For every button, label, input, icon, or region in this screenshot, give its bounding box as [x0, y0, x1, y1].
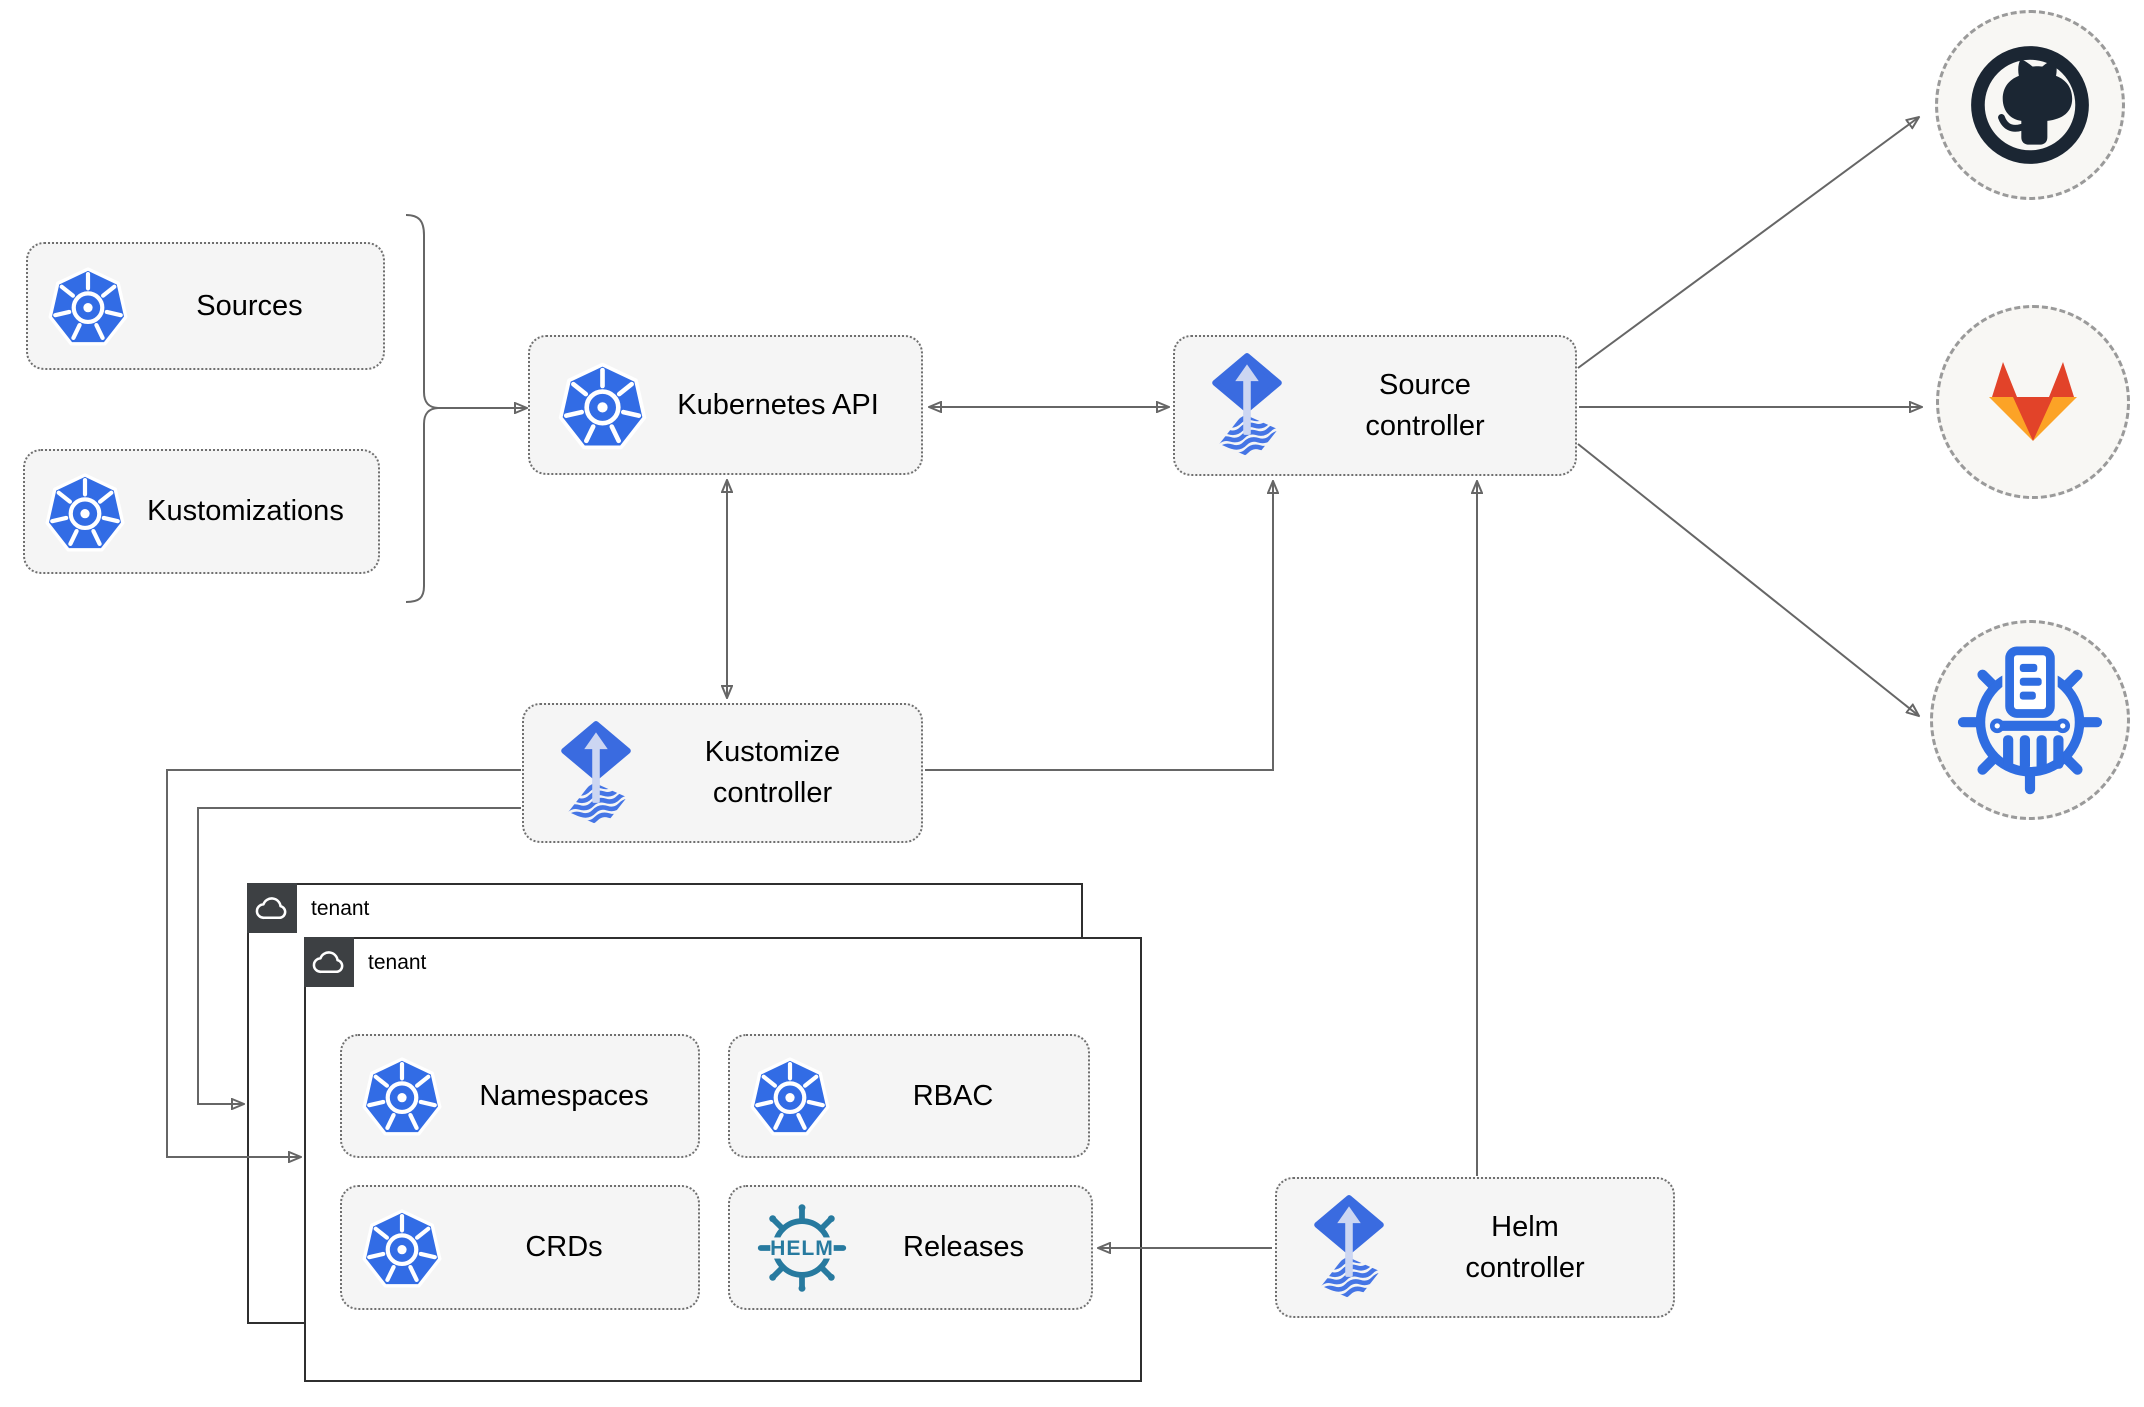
gitlab-node [1936, 305, 2130, 499]
flux-icon [554, 719, 638, 828]
node-crds: CRDs [340, 1185, 700, 1310]
brace-sources-group [405, 214, 439, 603]
edge-source-to-chartmuseum [1577, 443, 1919, 716]
github-icon [1971, 46, 2089, 164]
chartmuseum-icon [1957, 645, 2103, 795]
kubernetes-icon [360, 1206, 444, 1290]
helm-logo-icon: HELM [757, 1203, 847, 1292]
node-label: CRDs [525, 1231, 603, 1263]
node-label: Kustomize controller [704, 736, 841, 809]
github-node [1935, 10, 2125, 200]
flux-icon [1205, 351, 1289, 460]
node-label: Namespaces [479, 1079, 649, 1112]
node-label: Source controller [1365, 368, 1485, 442]
tenant-group-inner: tenant [304, 937, 1142, 1382]
node-releases: HELM Releases [728, 1185, 1093, 1310]
node-helm-controller: Helm controller [1275, 1177, 1675, 1318]
flux-icon [1307, 1193, 1391, 1302]
tenant-label: tenant [368, 951, 427, 974]
node-source-controller: Source controller [1173, 335, 1577, 476]
node-namespaces: Namespaces [340, 1034, 700, 1158]
node-label: Releases [903, 1231, 1024, 1263]
edge-kustomize-to-source [925, 481, 1273, 771]
node-rbac: RBAC [728, 1034, 1090, 1158]
cloud-icon [255, 897, 287, 920]
cloud-icon [312, 951, 344, 974]
edge-source-to-github [1577, 117, 1919, 369]
helm-logo-text: HELM [770, 1237, 834, 1260]
gitlab-icon [1989, 362, 2077, 441]
kubernetes-icon [748, 1054, 832, 1138]
kubernetes-icon [46, 264, 130, 348]
kubernetes-icon [43, 470, 127, 554]
kubernetes-icon [556, 359, 649, 452]
node-label: RBAC [912, 1079, 994, 1112]
kubernetes-icon [360, 1054, 444, 1138]
node-kustomize-controller: Kustomize controller [522, 703, 923, 843]
node-label: Sources [196, 289, 303, 322]
node-kustomizations: Kustomizations [23, 449, 380, 574]
cloud-tab [304, 937, 354, 987]
chartmuseum-node [1930, 620, 2130, 820]
cloud-tab [247, 883, 297, 933]
node-label: Kustomizations [147, 495, 344, 527]
tenant-label: tenant [311, 897, 370, 920]
node-sources: Sources [26, 242, 385, 370]
node-label: Kubernetes API [677, 388, 879, 421]
node-label: Helm controller [1465, 1210, 1585, 1284]
node-kubernetes-api: Kubernetes API [528, 335, 923, 475]
